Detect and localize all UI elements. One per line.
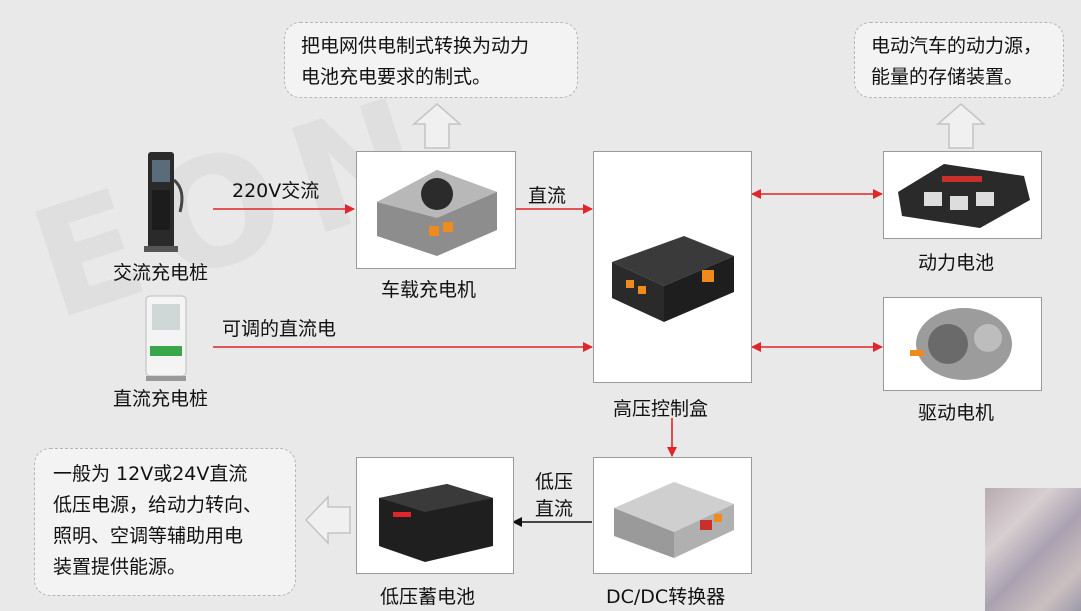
drive-motor-icon xyxy=(884,298,1041,390)
onboard-charger-icon xyxy=(357,152,515,268)
hv-control-box xyxy=(593,151,752,383)
note-lv-line1: 一般为 12V或24V直流 xyxy=(53,459,277,490)
dcdc-converter-label: DC/DC转换器 xyxy=(606,582,725,609)
power-battery-icon xyxy=(884,152,1041,238)
edge-label-lv-line2: 直流 xyxy=(535,496,573,522)
note-battery-line2: 能量的存储装置。 xyxy=(871,62,1047,93)
note-lv-line4: 装置提供能源。 xyxy=(53,552,277,583)
note-onboard-charger: 把电网供电制式转换为动力 电池充电要求的制式。 xyxy=(284,22,578,98)
dcdc-converter-icon xyxy=(594,458,751,573)
note-charger-line1: 把电网供电制式转换为动力 xyxy=(301,31,561,62)
drive-motor-label: 驱动电机 xyxy=(918,398,994,425)
note-lv-line3: 照明、空调等辅助用电 xyxy=(53,521,277,552)
dc-pile-label: 直流充电桩 xyxy=(113,384,208,411)
edge-label-lv-line1: 低压 xyxy=(535,469,573,495)
blurred-thumbnail xyxy=(985,488,1081,611)
power-battery-label: 动力电池 xyxy=(918,248,994,275)
ac-charging-pile-icon xyxy=(140,150,188,254)
ac-pile-label: 交流充电桩 xyxy=(113,258,208,285)
dcdc-converter-box xyxy=(593,457,752,574)
hollow-up-arrow-battery xyxy=(938,104,984,148)
lv-battery-label: 低压蓄电池 xyxy=(380,582,475,609)
lv-battery-box xyxy=(356,457,514,574)
dc-charging-pile-icon xyxy=(140,294,192,382)
edge-label-dc-out: 直流 xyxy=(528,183,566,209)
note-charger-line2: 电池充电要求的制式。 xyxy=(301,62,561,93)
edge-label-dc-adjust: 可调的直流电 xyxy=(222,316,336,342)
drive-motor-box xyxy=(883,297,1042,391)
lv-battery-icon xyxy=(357,458,513,573)
onboard-charger-label: 车载充电机 xyxy=(381,275,476,302)
note-battery-line1: 电动汽车的动力源， xyxy=(871,31,1047,62)
hollow-up-arrow-charger xyxy=(414,104,460,148)
onboard-charger-box xyxy=(356,151,516,269)
note-lv-line2: 低压电源，给动力转向、 xyxy=(53,490,277,521)
note-lv-battery: 一般为 12V或24V直流 低压电源，给动力转向、 照明、空调等辅助用电 装置提… xyxy=(34,448,296,596)
power-battery-box xyxy=(883,151,1042,239)
note-power-battery: 电动汽车的动力源， 能量的存储装置。 xyxy=(854,22,1064,98)
hollow-left-arrow xyxy=(306,497,350,543)
hv-control-box-label: 高压控制盒 xyxy=(613,394,708,421)
hv-control-box-icon xyxy=(594,152,751,382)
edge-label-ac: 220V交流 xyxy=(232,178,319,204)
